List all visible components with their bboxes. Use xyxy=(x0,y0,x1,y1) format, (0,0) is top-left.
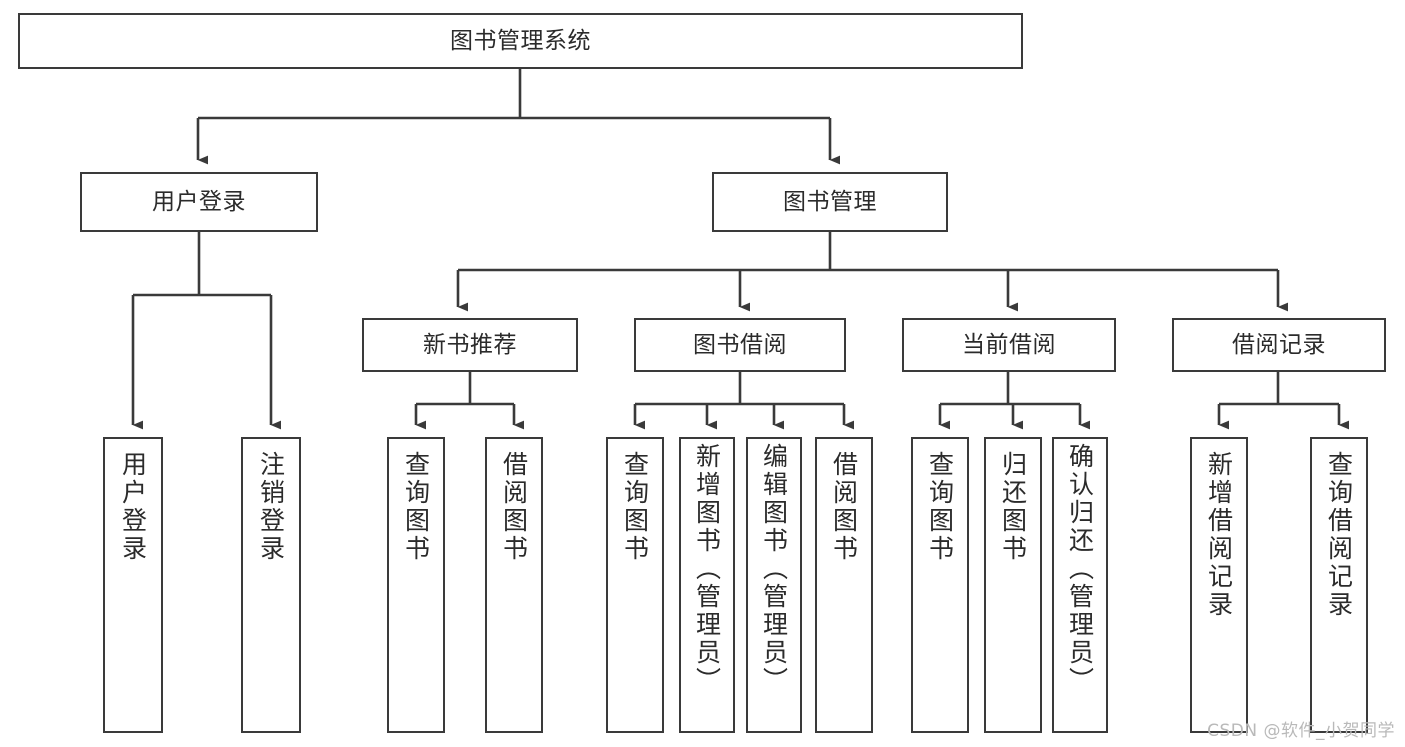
node-new-book-recommend[interactable]: 新书推荐 xyxy=(362,318,578,372)
node-leaf-query-book-borrow-label: 查询图书 xyxy=(620,451,650,563)
node-leaf-logout[interactable]: 注销登录 xyxy=(241,437,301,733)
watermark: CSDN @软件_小贺同学 xyxy=(1207,721,1395,741)
node-borrow-record[interactable]: 借阅记录 xyxy=(1172,318,1386,372)
node-leaf-user-login[interactable]: 用户登录 xyxy=(103,437,163,733)
node-leaf-confirm-return-admin-label: 确认归还（管理员） xyxy=(1065,443,1095,695)
node-current-borrow-label: 当前借阅 xyxy=(962,331,1056,358)
connector-book-manage-to-level2 xyxy=(456,232,1289,312)
node-leaf-add-borrow-record[interactable]: 新增借阅记录 xyxy=(1190,437,1248,733)
connector-book-borrow-to-leaves xyxy=(633,372,855,430)
node-leaf-query-book-current[interactable]: 查询图书 xyxy=(911,437,969,733)
node-leaf-query-book-borrow[interactable]: 查询图书 xyxy=(606,437,664,733)
node-leaf-query-book-recommend[interactable]: 查询图书 xyxy=(387,437,445,733)
node-root-label: 图书管理系统 xyxy=(450,27,591,54)
connector-root-to-level1 xyxy=(196,69,841,165)
node-current-borrow[interactable]: 当前借阅 xyxy=(902,318,1116,372)
node-leaf-query-borrow-record-label: 查询借阅记录 xyxy=(1324,451,1354,619)
node-book-borrow-label: 图书借阅 xyxy=(693,331,787,358)
node-leaf-return-book[interactable]: 归还图书 xyxy=(984,437,1042,733)
node-leaf-add-book-admin[interactable]: 新增图书（管理员） xyxy=(679,437,735,733)
node-leaf-user-login-label: 用户登录 xyxy=(118,451,148,563)
node-leaf-query-book-recommend-label: 查询图书 xyxy=(401,451,431,563)
connector-new-book-recommend-to-leaves xyxy=(414,372,525,430)
node-leaf-add-borrow-record-label: 新增借阅记录 xyxy=(1204,451,1234,619)
connector-user-login-to-leaves xyxy=(131,232,282,430)
node-leaf-add-book-admin-label: 新增图书（管理员） xyxy=(692,443,722,695)
node-user-login[interactable]: 用户登录 xyxy=(80,172,318,232)
node-borrow-record-label: 借阅记录 xyxy=(1232,331,1326,358)
node-leaf-borrow-book-recommend[interactable]: 借阅图书 xyxy=(485,437,543,733)
node-leaf-borrow-book[interactable]: 借阅图书 xyxy=(815,437,873,733)
node-leaf-edit-book-admin[interactable]: 编辑图书（管理员） xyxy=(746,437,802,733)
node-root[interactable]: 图书管理系统 xyxy=(18,13,1023,69)
node-book-manage-label: 图书管理 xyxy=(783,188,877,215)
node-leaf-return-book-label: 归还图书 xyxy=(998,451,1028,563)
node-leaf-borrow-book-recommend-label: 借阅图书 xyxy=(499,451,529,563)
node-leaf-query-borrow-record[interactable]: 查询借阅记录 xyxy=(1310,437,1368,733)
connector-borrow-record-to-leaves xyxy=(1217,372,1350,430)
node-leaf-logout-label: 注销登录 xyxy=(256,451,286,563)
node-leaf-confirm-return-admin[interactable]: 确认归还（管理员） xyxy=(1052,437,1108,733)
node-new-book-recommend-label: 新书推荐 xyxy=(423,331,517,358)
node-book-borrow[interactable]: 图书借阅 xyxy=(634,318,846,372)
node-leaf-query-book-current-label: 查询图书 xyxy=(925,451,955,563)
node-user-login-label: 用户登录 xyxy=(152,188,246,215)
connector-current-borrow-to-leaves xyxy=(938,372,1091,430)
node-book-manage[interactable]: 图书管理 xyxy=(712,172,948,232)
node-leaf-edit-book-admin-label: 编辑图书（管理员） xyxy=(759,443,789,695)
node-leaf-borrow-book-label: 借阅图书 xyxy=(829,451,859,563)
